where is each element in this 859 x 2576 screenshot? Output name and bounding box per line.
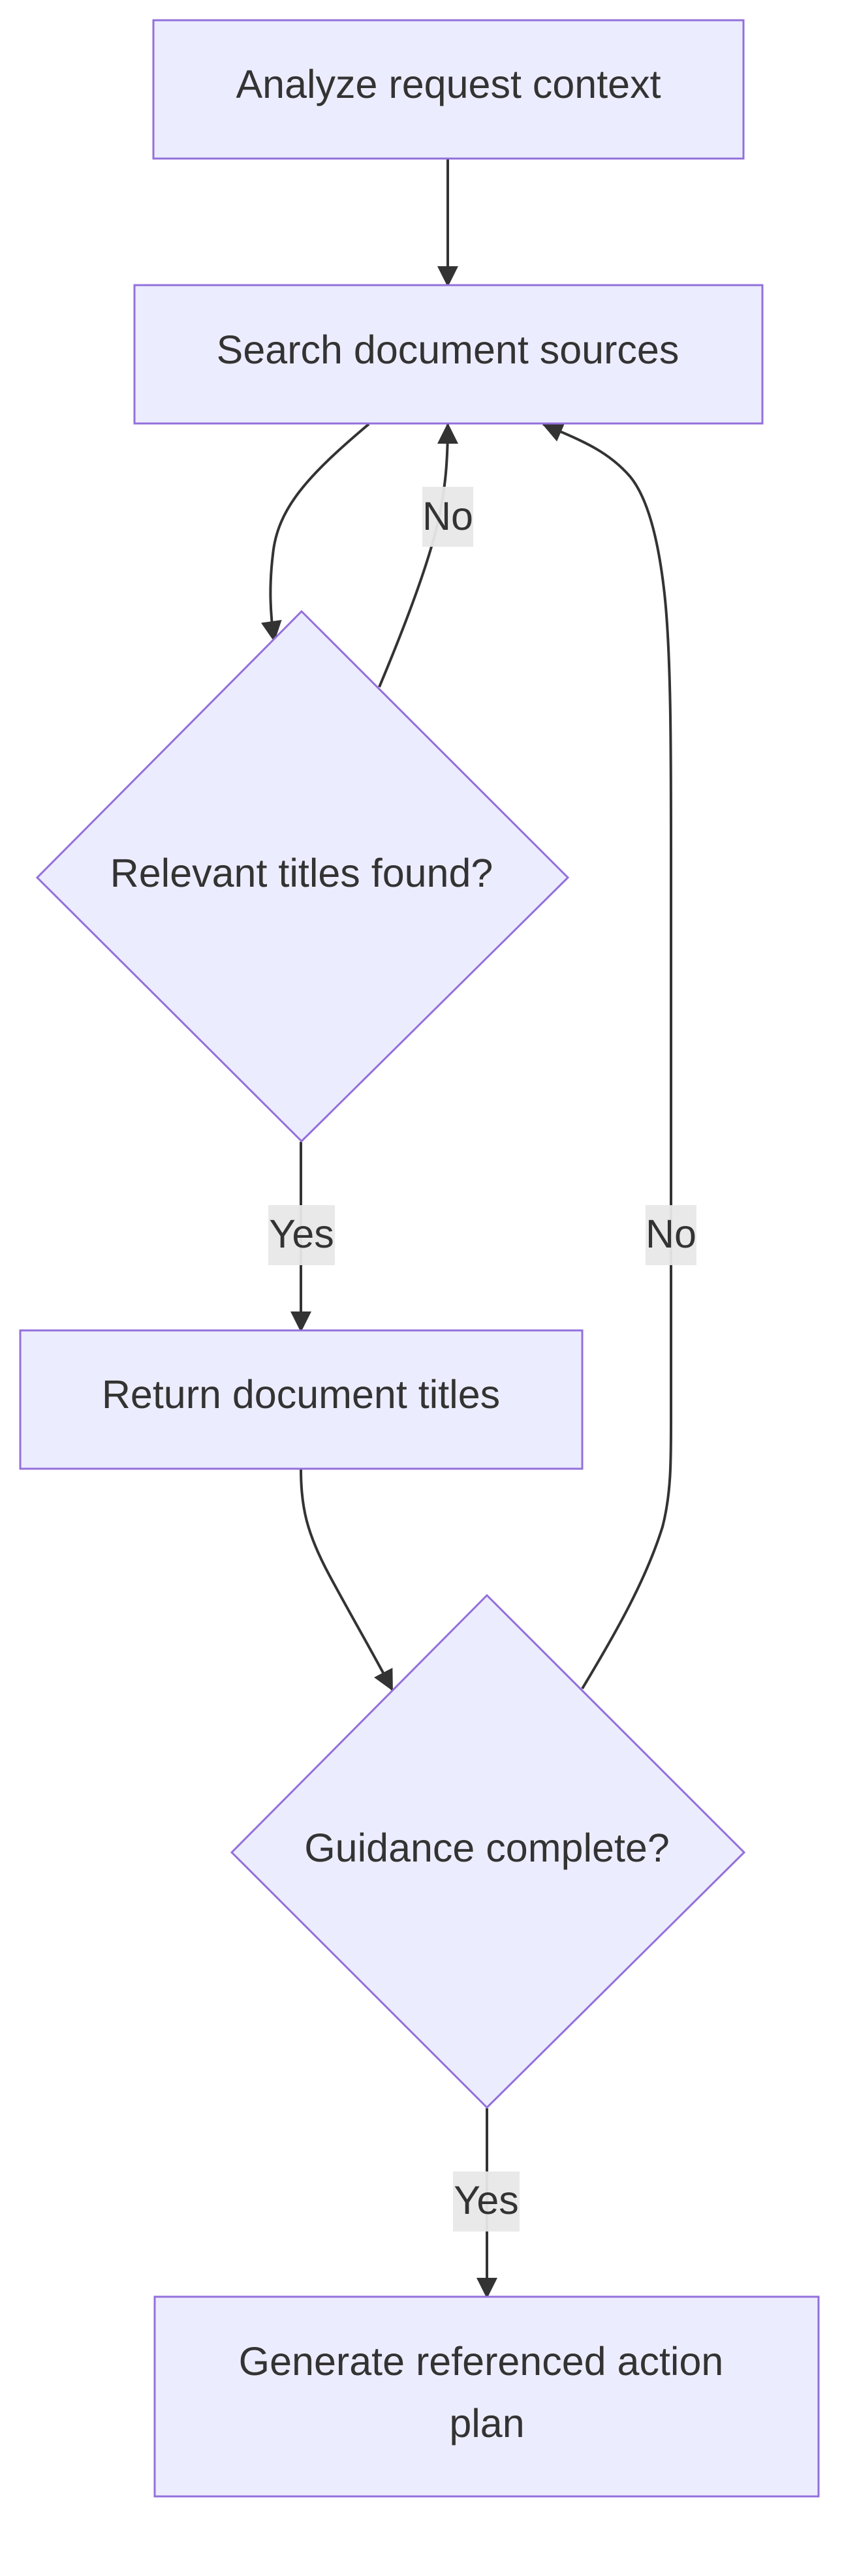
- edge-guidance-no-to-search: [542, 422, 672, 1690]
- node-return-document-titles: Return document titles: [19, 1329, 584, 1470]
- nodes: Analyze request context Search document …: [19, 19, 820, 2498]
- node-guidance-label: Guidance complete?: [304, 1826, 670, 1870]
- node-generate-label-line2: plan: [449, 2401, 524, 2446]
- edge-relevant-no-to-search: [378, 423, 458, 688]
- node-generate-action-plan: Generate referenced action plan: [153, 2295, 820, 2498]
- node-relevant-titles-decision: Relevant titles found?: [35, 609, 570, 1143]
- node-search-label: Search document sources: [217, 328, 679, 372]
- node-analyze-label: Analyze request context: [236, 62, 661, 106]
- node-return-label: Return document titles: [102, 1372, 500, 1417]
- node-search-document-sources: Search document sources: [133, 284, 764, 425]
- edge-label-relevant-no-text: No: [422, 494, 473, 538]
- node-relevant-label: Relevant titles found?: [110, 851, 493, 895]
- edge-return-to-guidance: [300, 1469, 394, 1691]
- node-analyze-request-context: Analyze request context: [152, 19, 745, 160]
- node-guidance-complete-decision: Guidance complete?: [230, 1593, 746, 2109]
- edge-label-guidance-no: No: [646, 1205, 696, 1265]
- edge-search-to-relevant: [260, 423, 370, 642]
- edge-label-relevant-no: No: [422, 487, 473, 547]
- edge-label-guidance-yes: Yes: [453, 2171, 520, 2231]
- edge-labels: No Yes No Yes: [268, 487, 696, 2231]
- edge-label-relevant-yes-text: Yes: [269, 1212, 334, 1256]
- edge-label-guidance-yes-text: Yes: [454, 2178, 519, 2222]
- edge-label-guidance-no-text: No: [646, 1212, 696, 1256]
- edge-label-relevant-yes: Yes: [268, 1205, 335, 1265]
- node-generate-label-line1: Generate referenced action: [239, 2339, 724, 2384]
